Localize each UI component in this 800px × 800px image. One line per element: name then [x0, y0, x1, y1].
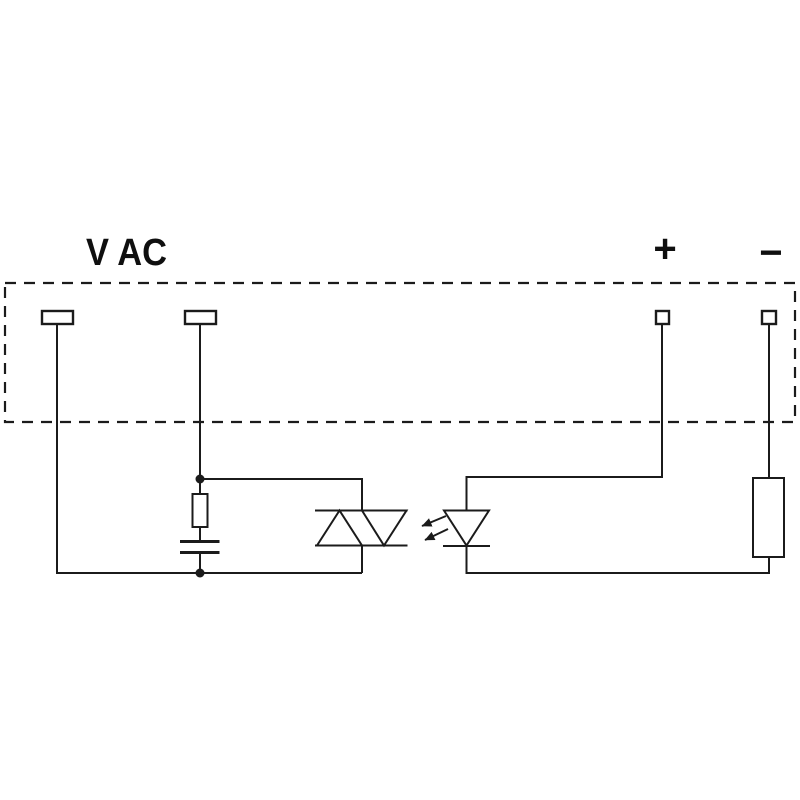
plus-label: + [653, 227, 676, 271]
ac-voltage-label: V AC [86, 232, 167, 274]
junction-dot-top [195, 474, 205, 484]
wire-ac1-to-common [56, 324, 362, 574]
wire-plus-to-led [465, 324, 663, 511]
light-arrows [421, 515, 449, 541]
ac-terminal-1 [40, 309, 75, 326]
triac-triangle-up [315, 508, 364, 547]
led-symbol [442, 509, 491, 548]
wire-junction-to-triac [200, 478, 363, 511]
input-resistor [752, 477, 785, 558]
ac-terminal-2 [183, 309, 218, 326]
triac-triangle-down [360, 509, 409, 548]
dc-terminal-minus [760, 309, 778, 326]
terminal-block-outline [3, 281, 797, 424]
light-arrow-2 [424, 528, 449, 541]
junction-dot-bottom [195, 568, 205, 578]
light-arrow-1 [421, 515, 447, 527]
wire-led-to-common [465, 545, 770, 574]
minus-label: − [759, 231, 782, 275]
led-triangle [442, 509, 491, 548]
triac-symbol [315, 508, 409, 548]
snubber-resistor [191, 493, 209, 528]
snubber-capacitor [180, 540, 220, 554]
dc-terminal-plus [654, 309, 671, 326]
